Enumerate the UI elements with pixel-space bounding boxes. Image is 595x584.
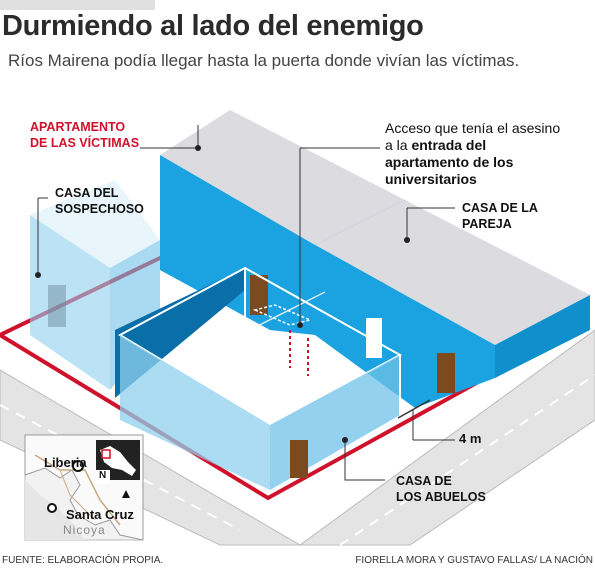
liberia-marker (72, 460, 84, 472)
grandparents-house-label: CASA DE LOS ABUELOS (396, 474, 486, 504)
couple-house-side (495, 295, 590, 378)
compass-north: N (99, 470, 107, 481)
suspect-house-left-wall (30, 215, 110, 390)
suspect-house-roof (30, 180, 160, 268)
suspect-house-label: CASA DEL SOSPECHOSO (55, 186, 144, 216)
leader-grandparents (344, 440, 385, 481)
santa-cruz-marker (47, 503, 57, 513)
couple-house-label: CASA DE LA PAREJA (462, 201, 538, 231)
scale-bar (397, 399, 431, 419)
footer-source: FUENTE: ELABORACIÓN PROPIA. (2, 555, 164, 566)
access-path (252, 304, 313, 326)
map-city-santa-cruz: Santa Cruz (66, 507, 134, 522)
map-region-nicoya: Nicoya (63, 523, 106, 537)
victims-apartment-front (160, 155, 315, 335)
footer-credits: FIORELLA MORA Y GUSTAVO FALLAS/ LA NACIÓ… (355, 555, 593, 566)
title-band (0, 0, 155, 10)
grandparents-house-door (290, 440, 308, 478)
couple-house-door (437, 353, 455, 393)
couple-house-window (366, 318, 382, 358)
road-dash-right (339, 374, 595, 546)
grandparents-house-left-wall (120, 335, 270, 490)
road-right (298, 329, 595, 546)
locator-map (24, 434, 144, 541)
compass (96, 470, 110, 484)
couple-house-roof (315, 200, 590, 345)
road-left (0, 369, 302, 546)
victims-apartment-label: APARTAMENTO DE LAS VÍCTIMAS (30, 120, 140, 150)
map-city-liberia: Liberia (44, 455, 87, 470)
page-title: Durmiendo al lado del enemigo (2, 10, 424, 42)
suspect-house-window (48, 285, 66, 327)
page-subtitle: Ríos Mairena podía llegar hasta la puert… (8, 51, 520, 70)
victims-apartment-roof (160, 110, 405, 245)
victims-apartment-door (250, 275, 268, 315)
scale-label: 4 m (459, 431, 482, 446)
access-label: Acceso que tenía el asesino a la entrada… (385, 120, 561, 187)
